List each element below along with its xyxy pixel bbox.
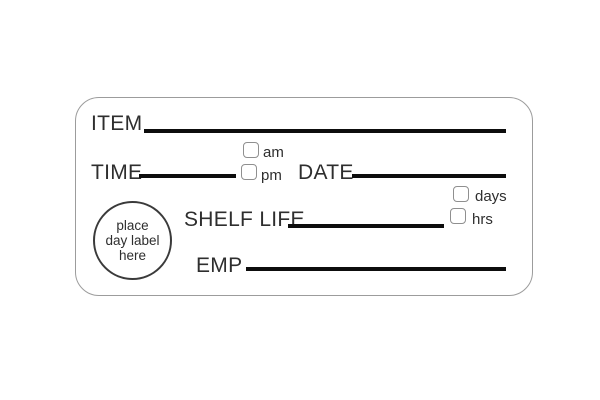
emp-field-label: EMP bbox=[196, 254, 243, 277]
days-checkbox-label: days bbox=[475, 188, 507, 205]
days-checkbox[interactable] bbox=[453, 186, 469, 202]
pm-checkbox-label: pm bbox=[261, 167, 282, 184]
day-circle-text-line1: place bbox=[116, 218, 149, 233]
am-checkbox-label: am bbox=[263, 144, 284, 161]
shelf-life-field-label: SHELF LIFE bbox=[184, 208, 305, 231]
pm-checkbox[interactable] bbox=[241, 164, 257, 180]
item-fill-line[interactable] bbox=[144, 129, 506, 133]
time-field-label: TIME bbox=[91, 161, 143, 184]
day-circle-text-line3: here bbox=[118, 248, 147, 263]
time-fill-line[interactable] bbox=[139, 174, 236, 178]
am-checkbox[interactable] bbox=[243, 142, 259, 158]
date-fill-line[interactable] bbox=[352, 174, 506, 178]
shelf-life-label-sticker: ITEM am TIME pm DATE days SHELF LIFE hrs… bbox=[75, 97, 533, 296]
hrs-checkbox-label: hrs bbox=[472, 211, 493, 228]
day-circle-text-line2: day label bbox=[105, 233, 160, 248]
item-field-label: ITEM bbox=[91, 112, 143, 135]
day-label-placement-circle: place day label here bbox=[93, 201, 172, 280]
date-field-label: DATE bbox=[298, 161, 354, 184]
hrs-checkbox[interactable] bbox=[450, 208, 466, 224]
shelf-life-fill-line[interactable] bbox=[288, 224, 444, 228]
emp-fill-line[interactable] bbox=[246, 267, 506, 271]
